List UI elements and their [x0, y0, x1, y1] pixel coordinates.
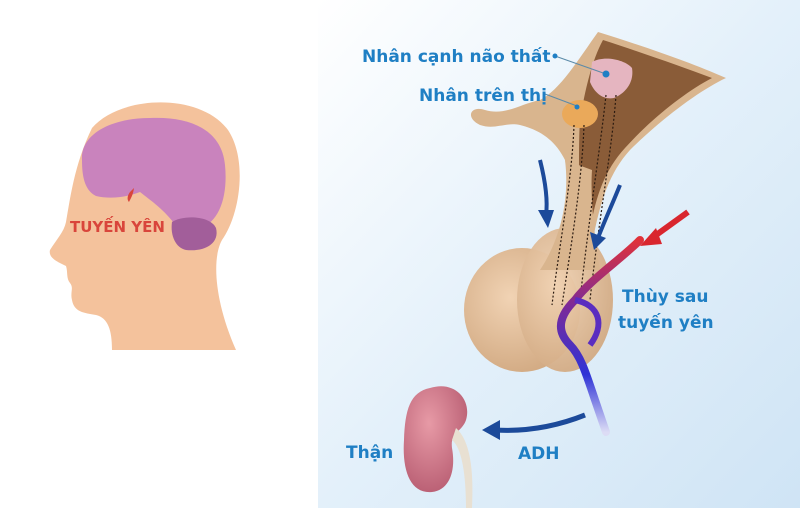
- adh-label: ADH: [518, 444, 560, 464]
- posterior-pituitary-label-1: Thùy sau: [622, 287, 709, 307]
- head-illustration: TUYẾN YÊN: [49, 102, 240, 350]
- pituitary-marker: [127, 188, 134, 202]
- pituitary-illustration: [403, 32, 726, 508]
- stalk: [540, 160, 600, 270]
- supraoptic-label: Nhân trên thị: [419, 86, 547, 106]
- adh-arrow: [494, 412, 586, 433]
- neuron-axons: [551, 94, 617, 306]
- kidney: [403, 386, 468, 493]
- posterior-pituitary-label-2: tuyến yên: [618, 312, 714, 333]
- paraventricular-label: Nhân cạnh não thất: [362, 46, 551, 67]
- blood-vessel: [557, 236, 644, 436]
- brain: [81, 117, 226, 228]
- kidney-label: Thận: [346, 443, 393, 463]
- pituitary-label: TUYẾN YÊN: [70, 215, 165, 236]
- supraoptic-nucleus: [562, 100, 598, 128]
- blue-arrow-right: [596, 184, 622, 239]
- paraventricular-nucleus: [590, 58, 633, 99]
- cerebellum: [171, 217, 217, 251]
- ureter: [452, 428, 473, 508]
